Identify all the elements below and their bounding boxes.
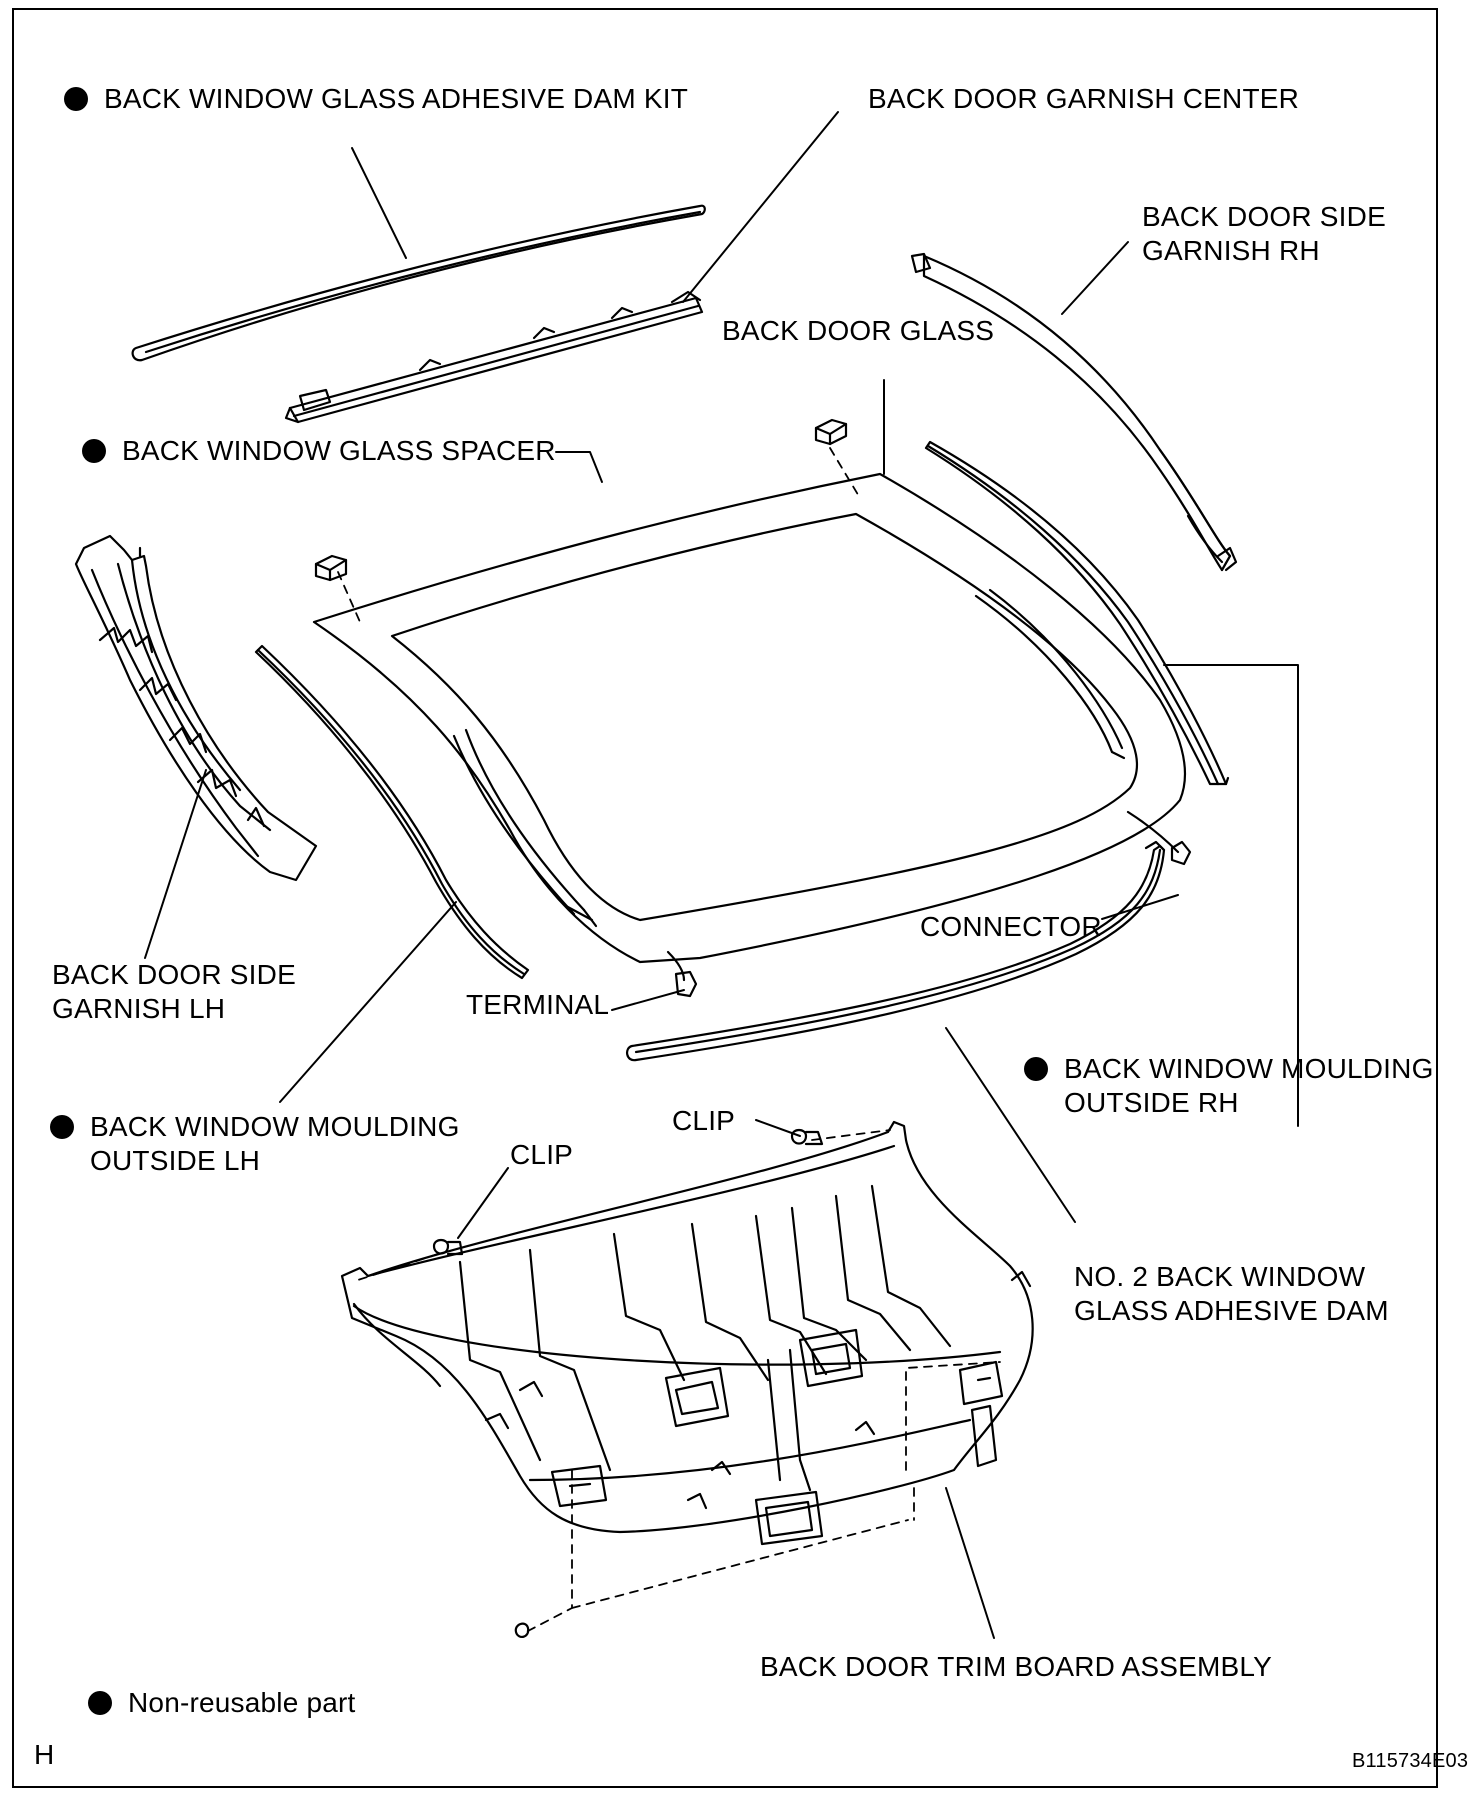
adhesive-dam-kit-strip — [131, 204, 706, 362]
label-moulding-rh: BACK WINDOW MOULDING OUTSIDE RH — [1024, 1052, 1434, 1120]
label-connector: CONNECTOR — [920, 911, 1102, 942]
label-door-glass: BACK DOOR GLASS — [722, 315, 995, 346]
glass-spacers — [314, 418, 848, 582]
non-reusable-bullet-icon — [64, 87, 88, 111]
side-garnish-rh-part — [910, 252, 1238, 572]
label-clip-upper: CLIP — [672, 1105, 736, 1136]
diagram-frame — [12, 8, 1438, 1788]
back-door-glass-part — [312, 472, 1187, 964]
assembly-dashes — [337, 447, 1001, 1633]
label-side-garnish-lh: BACK DOOR SIDE GARNISH LH — [52, 959, 296, 1024]
label-moulding-lh: BACK WINDOW MOULDING OUTSIDE LH — [50, 1110, 460, 1178]
leader-lines — [144, 111, 1299, 1639]
moulding-outside-rh-part — [924, 440, 1230, 786]
trim-board-part — [340, 1120, 1034, 1546]
label-side-garnish-rh: BACK DOOR SIDE GARNISH RH — [1142, 201, 1386, 266]
label-clip-left: CLIP — [510, 1139, 574, 1170]
non-reusable-bullet-icon — [88, 1691, 112, 1715]
label-dam-kit: BACK WINDOW GLASS ADHESIVE DAM KIT — [64, 82, 688, 116]
side-garnish-lh-part — [74, 534, 318, 882]
moulding-outside-lh-part — [254, 644, 530, 980]
label-no2-dam: NO. 2 BACK WINDOW GLASS ADHESIVE DAM — [1074, 1261, 1389, 1326]
corner-letter: H — [34, 1739, 55, 1770]
label-spacer: BACK WINDOW GLASS SPACER — [82, 434, 556, 468]
label-garnish-center: BACK DOOR GARNISH CENTER — [868, 83, 1300, 114]
label-trim-board: BACK DOOR TRIM BOARD ASSEMBLY — [760, 1651, 1272, 1682]
non-reusable-bullet-icon — [1024, 1057, 1048, 1081]
connector-part — [1126, 810, 1192, 866]
figure-code: B115734E03 — [1352, 1750, 1468, 1772]
non-reusable-bullet-icon — [82, 439, 106, 463]
legend-non-reusable: Non-reusable part — [88, 1686, 356, 1720]
label-terminal: TERMINAL — [466, 989, 610, 1020]
non-reusable-bullet-icon — [50, 1115, 74, 1139]
no2-adhesive-dam-part — [626, 840, 1166, 1062]
terminal-part — [666, 950, 698, 998]
garnish-center-part — [284, 290, 704, 424]
